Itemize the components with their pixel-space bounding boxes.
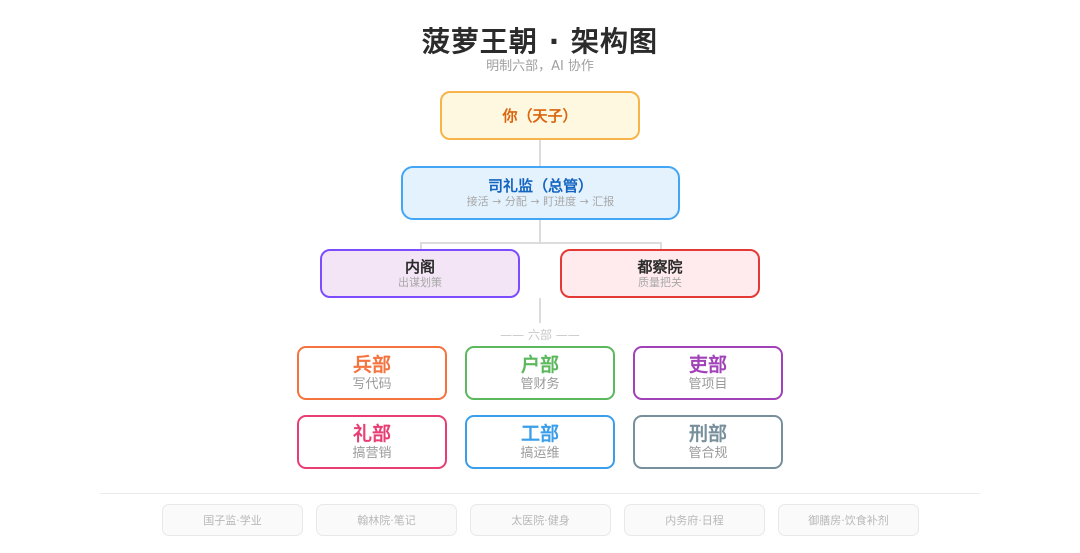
footer-chip-yushanfang[interactable]: 御膳房·饮食补剂 — [778, 504, 919, 536]
node-neige-name: 内阁 — [404, 257, 435, 276]
footer-chip-neiwufu[interactable]: 内务府·日程 — [624, 504, 765, 536]
node-libu-personnel-name: 吏部 — [688, 353, 727, 376]
node-emperor[interactable]: 你（天子） — [440, 91, 640, 140]
node-gongbu[interactable]: 工部 搞运维 — [465, 415, 615, 469]
footer-chip-taiyiyuan[interactable]: 太医院·健身 — [470, 504, 611, 536]
node-libu-rites-desc: 搞营销 — [352, 445, 392, 461]
connector-silijian-down — [539, 220, 541, 244]
node-duchayuan-name: 都察院 — [637, 257, 683, 276]
connector-to-six-ministries — [539, 298, 541, 323]
node-hubu-desc: 管财务 — [520, 376, 560, 392]
node-duchayuan[interactable]: 都察院 质量把关 — [560, 249, 760, 298]
connector-emperor-silijian — [539, 140, 541, 166]
node-silijian[interactable]: 司礼监（总管） 接活 → 分配 → 盯进度 → 汇报 — [401, 166, 680, 220]
node-neige[interactable]: 内阁 出谋划策 — [320, 249, 520, 298]
node-xingbu-desc: 管合规 — [688, 445, 728, 461]
node-duchayuan-desc: 质量把关 — [638, 275, 682, 289]
node-xingbu[interactable]: 刑部 管合规 — [633, 415, 783, 469]
node-libu-rites[interactable]: 礼部 搞营销 — [297, 415, 447, 469]
node-emperor-name: 你（天子） — [502, 106, 578, 125]
node-gongbu-desc: 搞运维 — [520, 445, 560, 461]
node-xingbu-name: 刑部 — [688, 422, 727, 445]
footer-chip-guozijian[interactable]: 国子监·学业 — [162, 504, 303, 536]
connector-duchayuan-drop — [660, 242, 662, 250]
six-ministries-label: —— 六部 —— — [500, 328, 580, 342]
node-libu-personnel-desc: 管项目 — [688, 376, 728, 392]
node-libu-personnel[interactable]: 吏部 管项目 — [633, 346, 783, 400]
node-gongbu-name: 工部 — [520, 422, 559, 445]
node-neige-desc: 出谋划策 — [398, 275, 442, 289]
connector-advisors-horizontal — [420, 242, 662, 244]
footer-divider — [100, 493, 980, 494]
node-silijian-desc: 接活 → 分配 → 盯进度 → 汇报 — [466, 195, 615, 208]
node-libu-rites-name: 礼部 — [352, 422, 391, 445]
connector-neige-drop — [420, 242, 422, 250]
node-bingbu-desc: 写代码 — [352, 376, 392, 392]
diagram-title: 菠萝王朝 · 架构图 — [421, 25, 659, 58]
node-silijian-name: 司礼监（总管） — [487, 177, 593, 195]
node-bingbu[interactable]: 兵部 写代码 — [297, 346, 447, 400]
footer-chip-hanlinyuan[interactable]: 翰林院·笔记 — [316, 504, 457, 536]
node-hubu[interactable]: 户部 管财务 — [465, 346, 615, 400]
node-hubu-name: 户部 — [520, 353, 559, 376]
node-bingbu-name: 兵部 — [352, 353, 391, 376]
diagram-subtitle: 明制六部，AI 协作 — [486, 59, 594, 74]
